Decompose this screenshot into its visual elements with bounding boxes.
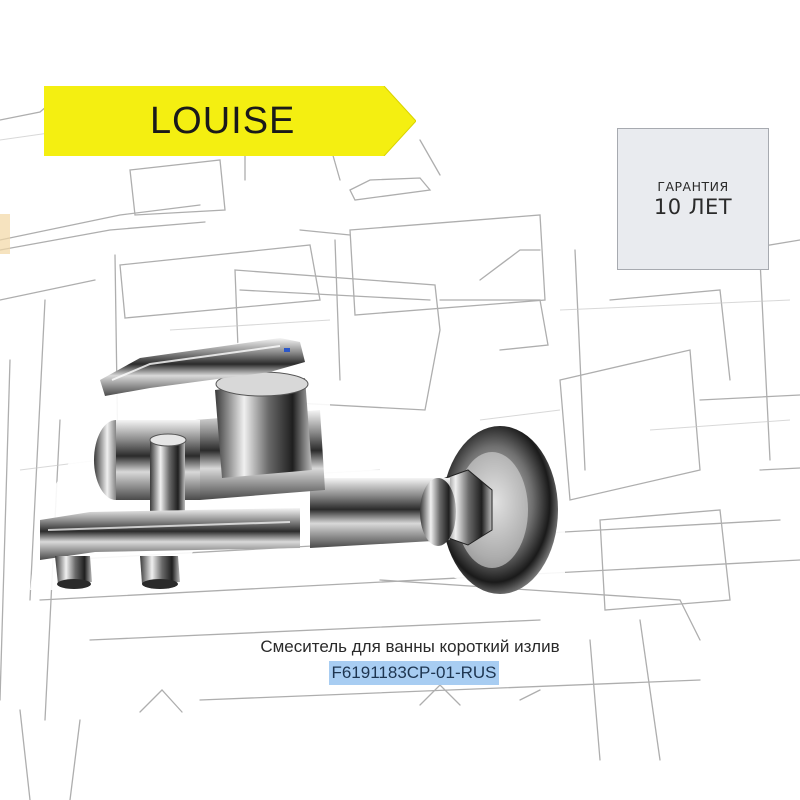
product-description: Смеситель для ванны короткий излив: [260, 637, 560, 656]
brand-name: LOUISE: [150, 100, 296, 142]
brand-banner: [44, 86, 416, 156]
warranty-badge: ГАРАНТИЯ 10 ЛЕТ: [617, 128, 769, 270]
product-sku: F6191183CP-01-RUS: [329, 661, 499, 685]
product-description-block: Смеситель для ванны короткий излив F6191…: [0, 634, 800, 686]
warranty-years: 10 ЛЕТ: [653, 195, 733, 219]
warranty-label: ГАРАНТИЯ: [657, 179, 729, 194]
